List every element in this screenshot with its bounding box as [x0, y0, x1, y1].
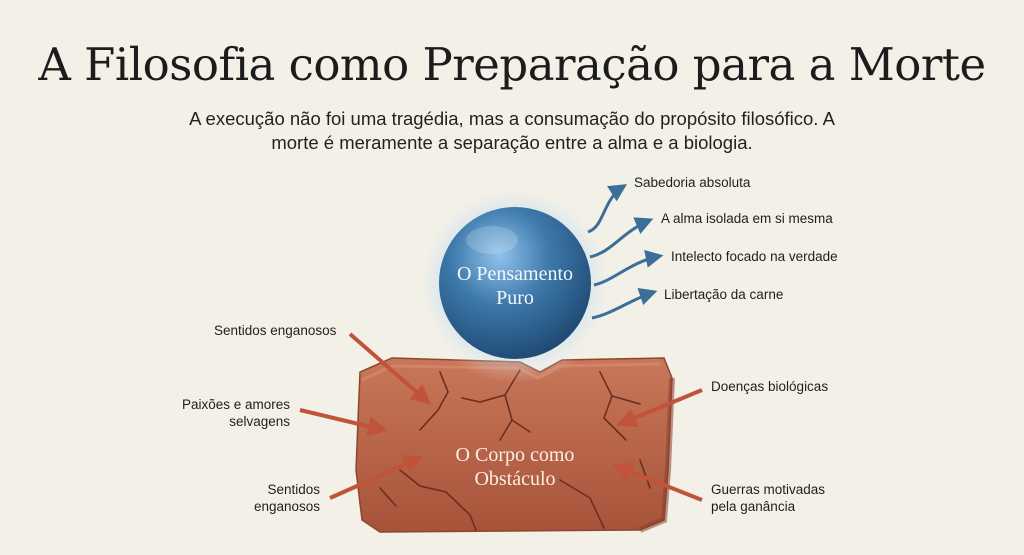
- sphere-label: O Pensamento Puro: [456, 263, 574, 309]
- arrow-intellect: [593, 250, 664, 287]
- arrow-deceptive-senses-top: [348, 332, 432, 405]
- aspiration-intellect: Intelecto focado na verdade: [671, 249, 838, 264]
- page-subtitle: A execução não foi uma tragédia, mas a c…: [189, 108, 835, 153]
- arrow-deceptive-senses-bottom: [329, 455, 424, 500]
- arrow-isolated-soul: [589, 217, 654, 259]
- aspiration-wisdom: Sabedoria absoluta: [634, 175, 751, 190]
- sphere-highlight: [466, 226, 518, 254]
- arrow-liberation: [591, 288, 658, 320]
- pure-thought-sphere: [439, 207, 591, 359]
- arrow-wisdom: [587, 184, 628, 234]
- page-title: A Filosofia como Preparação para a Morte: [38, 38, 986, 91]
- obstacle-diseases: Doenças biológicas: [711, 379, 829, 394]
- arrow-wars: [612, 462, 703, 502]
- arrow-passions: [299, 408, 388, 437]
- block-label: O Corpo como Obstáculo: [455, 444, 575, 490]
- obstacle-deceptive-senses-bottom: Sentidos enganosos: [253, 482, 320, 514]
- obstacle-passions: Paixões e amores selvagens: [181, 397, 290, 429]
- aspiration-liberation: Libertação da carne: [664, 287, 784, 302]
- aspiration-isolated-soul: A alma isolada em si mesma: [661, 211, 833, 226]
- obstacle-wars: Guerras motivadas pela ganância: [711, 482, 826, 514]
- obstacle-deceptive-senses-top: Sentidos enganosos: [214, 323, 337, 338]
- arrow-diseases: [616, 388, 703, 428]
